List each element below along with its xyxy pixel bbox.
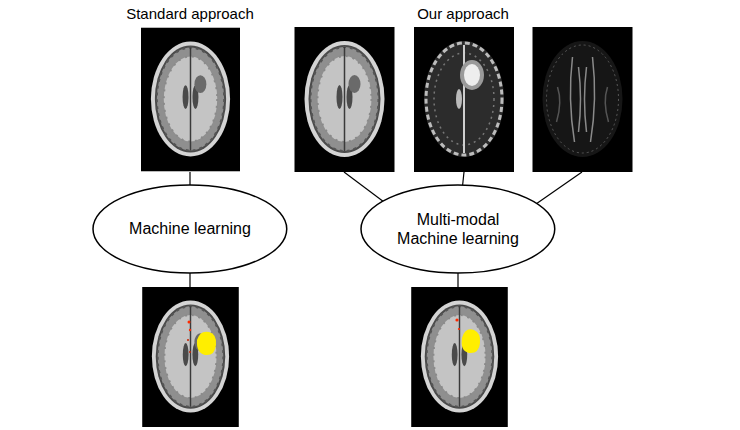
process-ellipse: Multi-modal Machine learning: [360, 184, 556, 274]
panel-heading: Our approach: [417, 5, 509, 22]
ellipse-outline: [360, 184, 556, 274]
mask-dot: [189, 351, 191, 353]
mask-dot: [189, 329, 191, 331]
segmentation-output: [411, 287, 508, 427]
lesion-mask: [462, 329, 480, 353]
process-ellipse: Machine learning: [92, 184, 288, 274]
mri-image: [142, 287, 239, 427]
ellipse-shape: [361, 185, 555, 273]
mri-image: [533, 27, 633, 172]
mri-image: [141, 28, 240, 172]
mri-image: [414, 27, 514, 172]
segmentation-output: [142, 287, 239, 427]
mask-dot: [455, 318, 458, 321]
panel-heading: Standard approach: [126, 5, 254, 22]
mask-dot: [187, 339, 189, 341]
mask-dot: [188, 321, 191, 324]
mask-dot: [458, 328, 460, 330]
node-label: Multi-modal Machine learning: [391, 210, 526, 248]
ellipse-shape: [93, 185, 287, 273]
lesion-mask: [197, 332, 216, 355]
mri-image: [295, 27, 395, 172]
mri-image: [411, 287, 508, 427]
node-label: Machine learning: [123, 219, 258, 238]
